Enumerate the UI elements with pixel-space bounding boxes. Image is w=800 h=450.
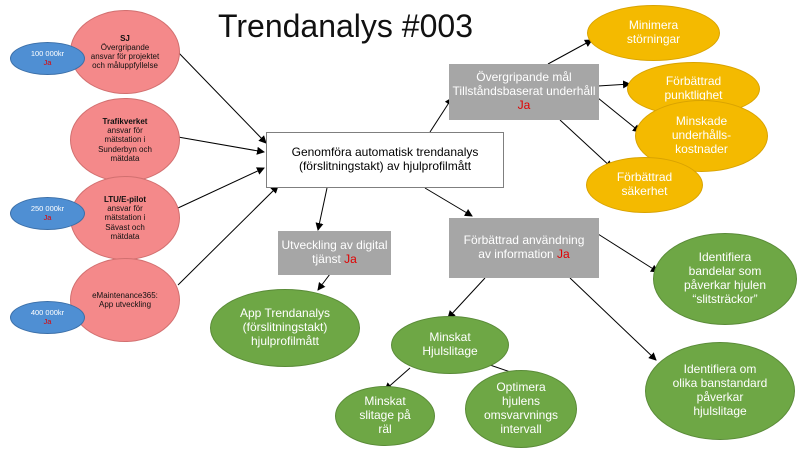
- information-use-box: Förbättrad användning av information Ja: [449, 218, 599, 278]
- partner-sj: SJ Övergripande ansvar för projektet och…: [70, 10, 180, 94]
- partner-text: Övergripande ansvar för projektet och må…: [90, 42, 160, 71]
- goal-item-label: Förbättrad säkerhet: [616, 170, 673, 198]
- approved-mark: Ja: [517, 97, 531, 112]
- identify-track-standard: Identifiera om olika banstandard påverka…: [645, 342, 795, 440]
- arrow-info-identify1: [597, 233, 659, 273]
- identify-track-sections-text: Identifiera bandelar som påverkar hjulen…: [683, 250, 767, 306]
- arrow-sj-center: [175, 49, 267, 144]
- partner-text: ansvar för mätstation i Sunderbyn och mä…: [98, 126, 152, 163]
- arrow-goal-gold3: [597, 97, 641, 133]
- arrow-info-wear: [447, 277, 486, 319]
- arrow-goal-gold2: [597, 80, 631, 89]
- central-task-box: Genomföra automatisk trendanalys (försli…: [266, 132, 504, 188]
- arrow-emaintenance-center: [177, 185, 279, 286]
- budget-approved: Ja: [43, 212, 52, 222]
- information-use-text: Förbättrad användning av information: [463, 233, 585, 261]
- arrow-trafikverket-center: [177, 136, 265, 155]
- page-title: Trendanalys #003: [218, 8, 473, 44]
- optimize-turning-interval-text: Optimera hjulens omsvarvnings intervall: [483, 380, 559, 436]
- overall-goal-box: Övergripande mål Tillståndsbaserat under…: [449, 64, 599, 120]
- budget-sj: 100 000kr Ja: [10, 42, 85, 75]
- central-task-text: Genomföra automatisk trendanalys (försli…: [291, 145, 479, 173]
- reduced-wheel-wear-text: Minskat Hjulslitage: [422, 330, 478, 358]
- budget-amount: 250 000kr: [30, 203, 65, 213]
- goal-item-label: Minimera störningar: [626, 18, 681, 46]
- reduced-rail-wear-text: Minskat slitage på räl: [359, 394, 411, 436]
- arrow-service-app: [317, 273, 331, 291]
- budget-amount: 100 000kr: [30, 48, 65, 58]
- digital-service-text: Utveckling av digital tjänst: [281, 238, 388, 266]
- identify-track-standard-text: Identifiera om olika banstandard påverka…: [672, 362, 768, 418]
- goal-item-label: Förbättrad punktlighet: [664, 74, 723, 102]
- optimize-turning-interval: Optimera hjulens omsvarvnings intervall: [465, 370, 577, 448]
- budget-approved: Ja: [43, 316, 52, 326]
- approved-mark: Ja: [557, 247, 570, 261]
- reduced-wheel-wear: Minskat Hjulslitage: [391, 316, 509, 374]
- partner-name: Trafikverket: [102, 117, 148, 127]
- budget-emaintenance: 400 000kr Ja: [10, 301, 85, 334]
- arrow-center-goal: [429, 97, 453, 133]
- arrow-info-identify2: [569, 277, 657, 361]
- partner-ltu-e-pilot: LTU/E-pilot ansvar för mätstation i Säva…: [70, 176, 180, 260]
- arrow-goal-gold4: [559, 119, 613, 169]
- arrow-goal-gold1: [547, 39, 593, 65]
- digital-service-box: Utveckling av digital tjänst Ja: [278, 231, 391, 275]
- approved-mark: Ja: [344, 252, 357, 266]
- partner-trafikverket: Trafikverket ansvar för mätstation i Sun…: [70, 98, 180, 182]
- partner-emaintenance365: eMaintenance365: App utveckling: [70, 258, 180, 342]
- goal-improved-safety: Förbättrad säkerhet: [586, 157, 703, 213]
- budget-amount: 400 000kr: [30, 307, 65, 317]
- identify-track-sections: Identifiera bandelar som påverkar hjulen…: [653, 233, 797, 325]
- partner-name: SJ: [120, 33, 130, 43]
- arrow-ltu-center: [177, 167, 265, 209]
- goal-reduced-maintenance-costs: Minskade underhålls-kostnader: [635, 100, 768, 172]
- app-trend-analysis: App Trendanalys (förslitningstakt) hjulp…: [210, 289, 360, 367]
- partner-name: eMaintenance365:: [92, 290, 158, 300]
- budget-ltu: 250 000kr Ja: [10, 197, 85, 230]
- app-trend-analysis-text: App Trendanalys (förslitningstakt) hjulp…: [239, 306, 331, 348]
- budget-approved: Ja: [43, 57, 52, 67]
- partner-text: App utveckling: [98, 300, 152, 309]
- partner-name: LTU/E-pilot: [103, 195, 147, 205]
- partner-text: ansvar för mätstation i Sävast och mätda…: [104, 204, 146, 241]
- goal-minimize-disruptions: Minimera störningar: [587, 5, 720, 61]
- goal-item-label: Minskade underhålls-kostnader: [671, 114, 732, 156]
- reduced-rail-wear: Minskat slitage på räl: [335, 386, 435, 446]
- arrow-center-info: [424, 187, 473, 217]
- overall-goal-text: Övergripande mål Tillståndsbaserat under…: [452, 70, 596, 99]
- arrow-center-service: [315, 187, 328, 231]
